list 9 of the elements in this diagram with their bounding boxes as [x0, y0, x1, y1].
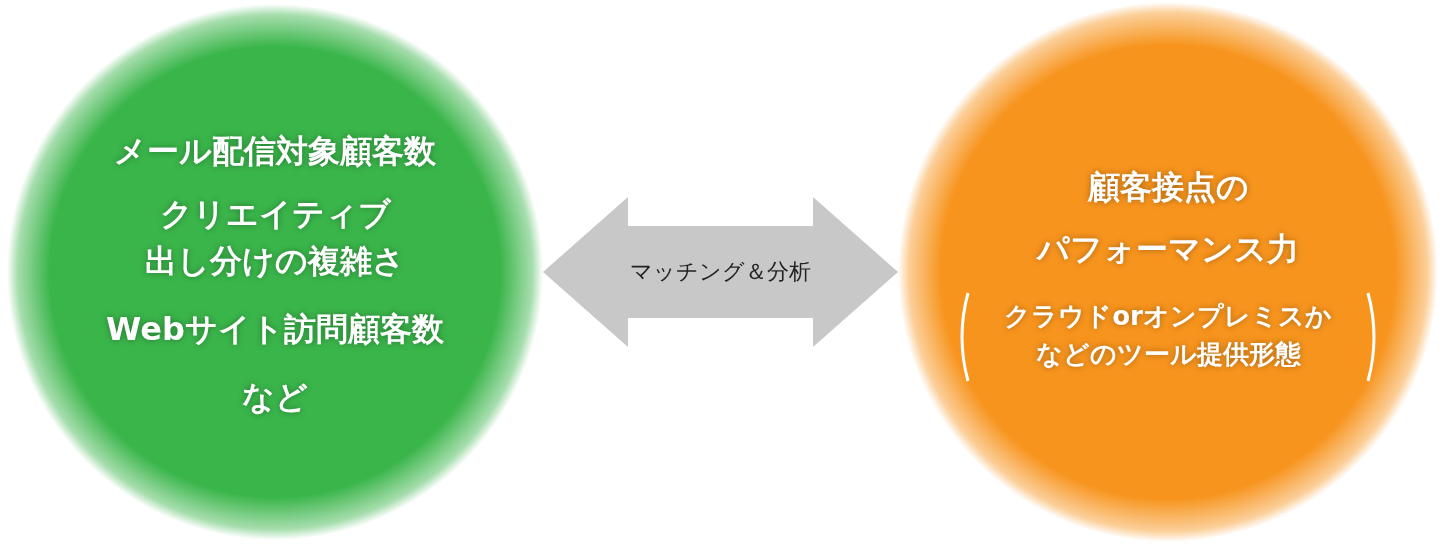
circle-text: クラウドorオンプレミスか: [1004, 302, 1332, 333]
circle-text: 顧客接点の: [1087, 168, 1249, 206]
circle-text: パフォーマンス力: [1037, 230, 1299, 268]
circle-text: クリエイティブ: [159, 195, 391, 233]
circle-text: Webサイト訪問顧客数: [106, 310, 444, 348]
circle-text: 出し分けの複雑さ: [145, 242, 405, 280]
circle-text: など: [242, 378, 308, 416]
circle-text: などのツール提供形態: [1035, 340, 1301, 371]
circle-text: メール配信対象顧客数: [114, 132, 436, 170]
